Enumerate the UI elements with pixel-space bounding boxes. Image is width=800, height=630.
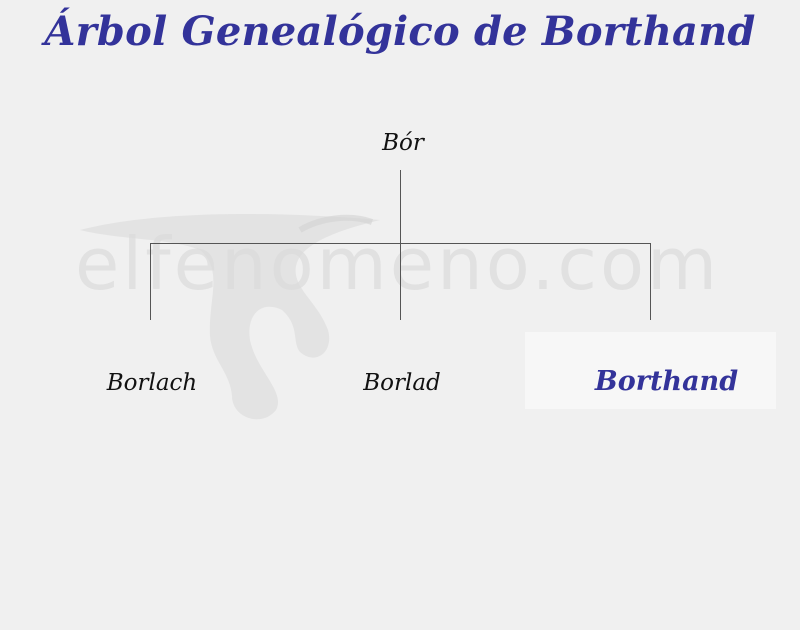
child-node-borlad[interactable]: Borlad <box>363 370 441 396</box>
root-node-bor[interactable]: Bór <box>382 130 424 156</box>
child-node-borlach[interactable]: Borlach <box>106 370 198 396</box>
highlighted-node-box <box>525 332 776 409</box>
child-node-borthand: Borthand <box>594 366 739 397</box>
page-title: Árbol Genealógico de Borthand <box>44 8 756 55</box>
